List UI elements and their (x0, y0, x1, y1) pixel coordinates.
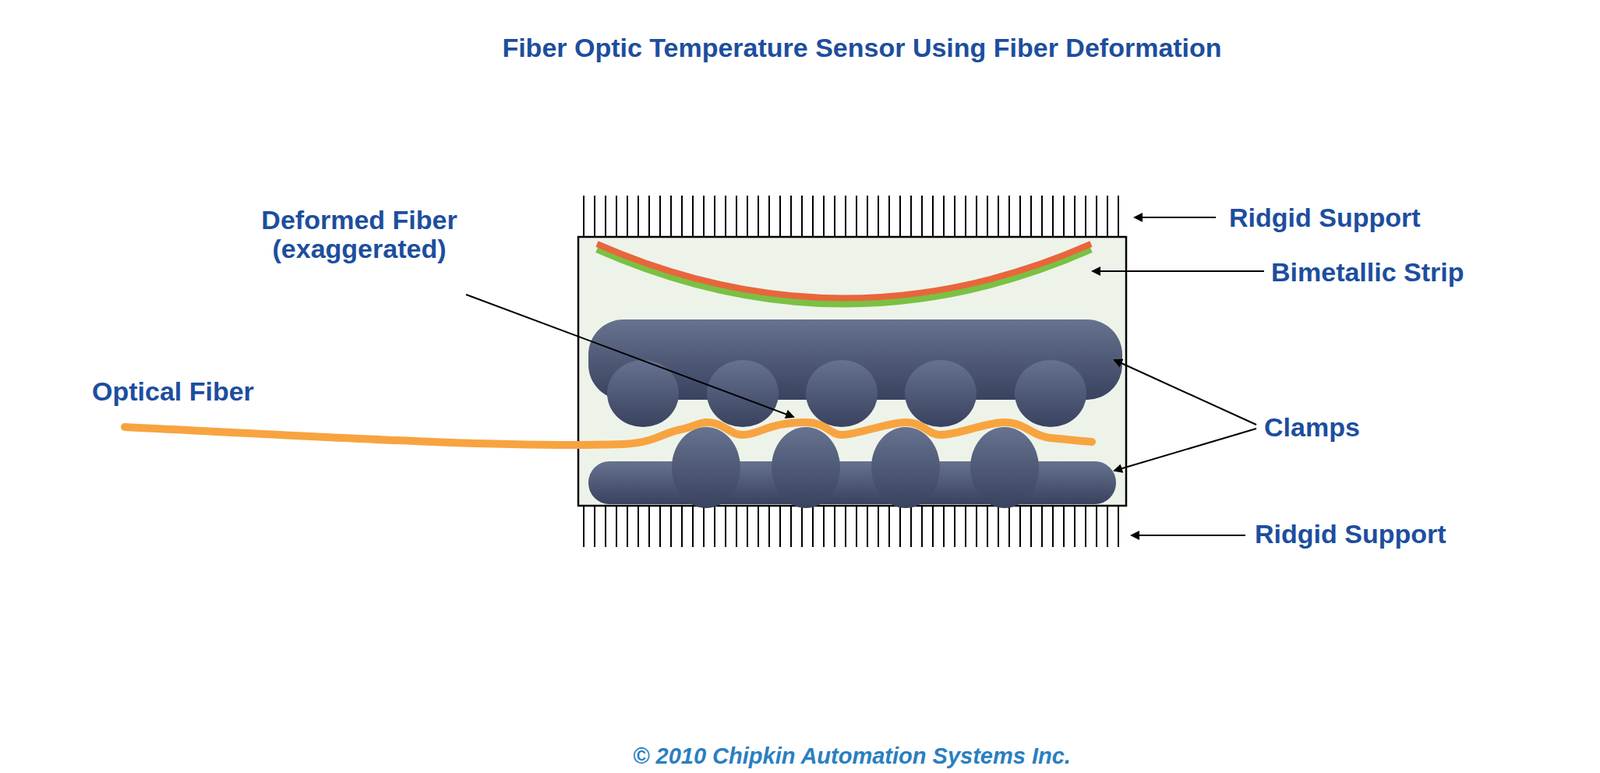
sensor-housing (578, 236, 1127, 506)
bimetallic-red (596, 243, 1092, 299)
top-support-hatch (578, 195, 1127, 237)
part-label: Ridgid Support (1229, 203, 1421, 233)
part-label: Clamps (1264, 413, 1360, 442)
upper-clamp (588, 319, 1123, 428)
part-label: Bimetallic Strip (1271, 257, 1465, 287)
optical-fiber (124, 422, 1092, 446)
lower-clamp (588, 427, 1117, 509)
leader-line (466, 294, 794, 417)
leader-line (1114, 360, 1257, 425)
bottom-support-hatch (578, 505, 1127, 548)
leader-line (1134, 216, 1216, 219)
leader-line (1131, 534, 1246, 537)
leader-line (1114, 428, 1257, 471)
part-label: Optical Fiber (91, 377, 255, 407)
part-label: Ridgid Support (1254, 519, 1447, 549)
copyright-caption: © 2010 Chipkin Automation Systems Inc. (632, 744, 1071, 770)
diagram-title: Fiber Optic Temperature Sensor Using Fib… (501, 33, 1222, 63)
leader-line (1092, 270, 1265, 272)
part-label: Deformed Fiber (exaggerated) (242, 205, 477, 265)
